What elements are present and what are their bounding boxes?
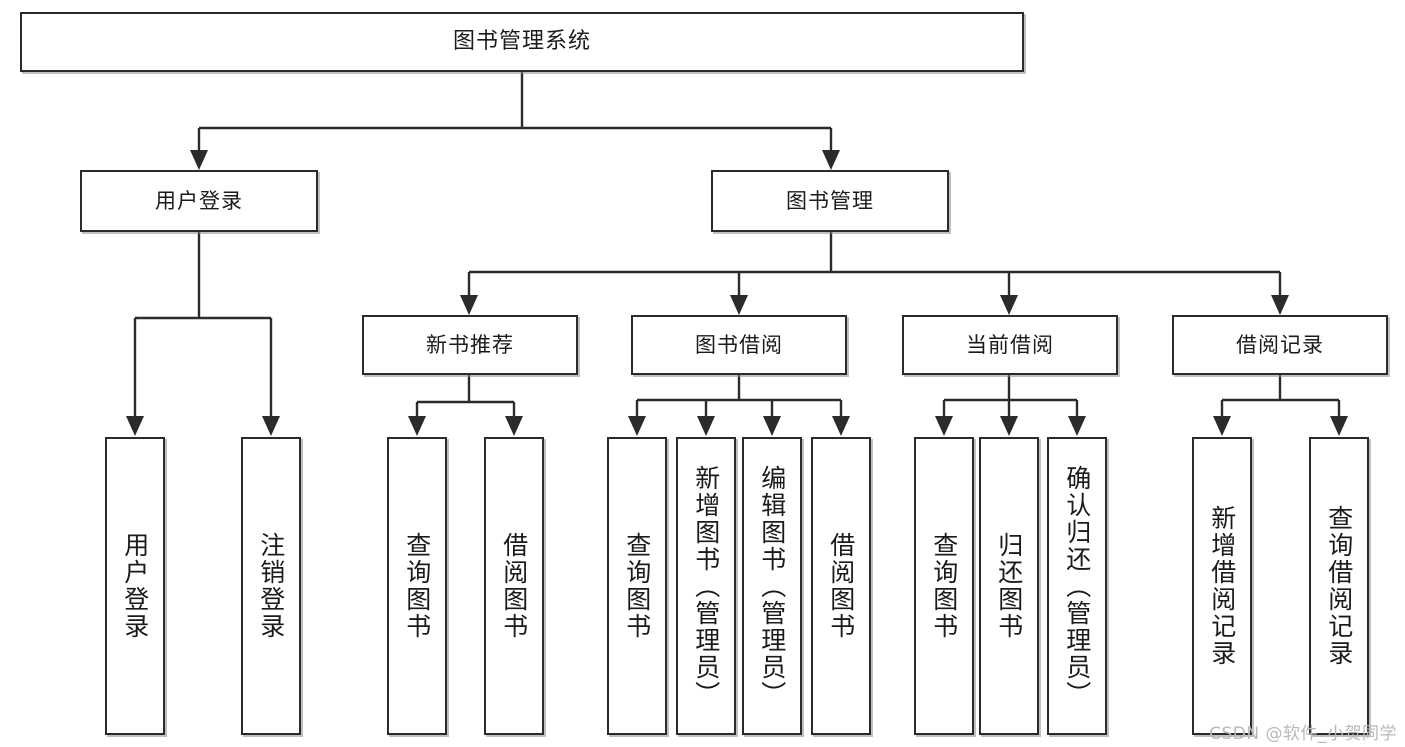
node-label: 查询图书: [402, 532, 432, 640]
node-label: 归还图书: [994, 532, 1024, 640]
node-label: 借阅记录: [1236, 332, 1324, 357]
leaf-return-book[interactable]: 归还图书: [979, 437, 1039, 735]
leaf-edit-book-admin[interactable]: 编辑图书（管理员）: [742, 437, 802, 735]
leaf-query-book-recommend[interactable]: 查询图书: [387, 437, 447, 735]
node-label: 图书借阅: [695, 332, 783, 357]
node-label: 查询借阅记录: [1324, 505, 1354, 667]
node-label: 查询图书: [929, 532, 959, 640]
csdn-watermark: CSDN @软件_小贺同学: [1209, 724, 1397, 744]
leaf-user-login[interactable]: 用户登录: [105, 437, 165, 735]
leaf-query-book-current[interactable]: 查询图书: [914, 437, 974, 735]
leaf-borrow-book[interactable]: 借阅图书: [811, 437, 871, 735]
node-label: 用户登录: [120, 532, 150, 640]
node-current-borrow[interactable]: 当前借阅: [902, 315, 1118, 375]
leaf-add-book-admin[interactable]: 新增图书（管理员）: [676, 437, 736, 735]
leaf-borrow-book-recommend[interactable]: 借阅图书: [484, 437, 544, 735]
leaf-confirm-return-admin[interactable]: 确认归还（管理员）: [1047, 437, 1107, 735]
node-label: 借阅图书: [499, 532, 529, 640]
node-label: 图书管理系统: [452, 29, 591, 55]
leaf-query-borrow-record[interactable]: 查询借阅记录: [1309, 437, 1369, 735]
node-root-system[interactable]: 图书管理系统: [20, 12, 1024, 72]
leaf-add-borrow-record[interactable]: 新增借阅记录: [1192, 437, 1252, 735]
node-label: 借阅图书: [826, 532, 856, 640]
leaf-user-logout[interactable]: 注销登录: [241, 437, 301, 735]
node-borrow-record[interactable]: 借阅记录: [1172, 315, 1388, 375]
leaf-query-book-borrow[interactable]: 查询图书: [607, 437, 667, 735]
node-book-borrow[interactable]: 图书借阅: [631, 315, 847, 375]
node-label: 用户登录: [155, 188, 243, 213]
node-new-book-recommend[interactable]: 新书推荐: [362, 315, 578, 375]
node-label: 图书管理: [786, 188, 874, 213]
node-label: 新增图书（管理员）: [691, 464, 721, 708]
node-label: 编辑图书（管理员）: [757, 464, 787, 708]
node-user-login[interactable]: 用户登录: [80, 170, 318, 232]
node-label: 新书推荐: [426, 332, 514, 357]
node-label: 查询图书: [622, 532, 652, 640]
node-label: 注销登录: [256, 532, 286, 640]
node-label: 确认归还（管理员）: [1062, 464, 1092, 708]
node-book-manage[interactable]: 图书管理: [711, 170, 949, 232]
node-label: 当前借阅: [966, 332, 1054, 357]
node-label: 新增借阅记录: [1207, 505, 1237, 667]
